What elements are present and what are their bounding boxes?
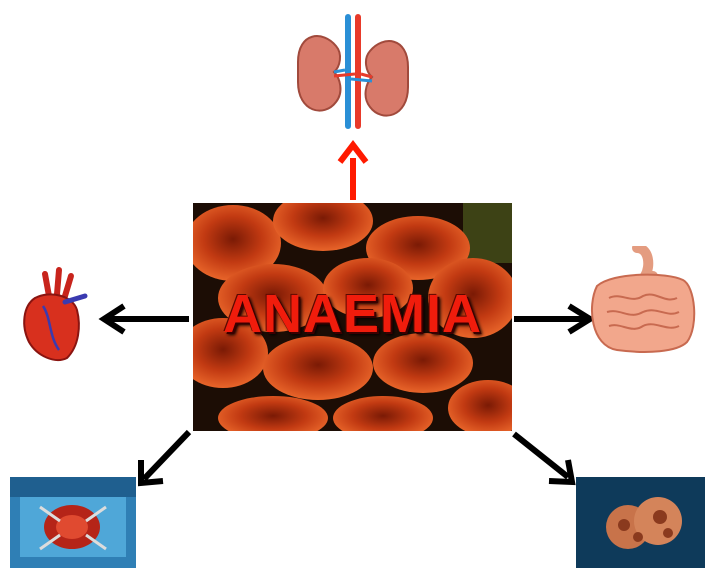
arrow-to-intestines: [514, 303, 596, 335]
anaemia-title: ANAEMIA: [223, 284, 482, 344]
arrow-to-cancer-cells: [512, 431, 576, 486]
center-anaemia-image: ANAEMIA: [193, 203, 512, 431]
kidneys-icon: [288, 12, 418, 132]
arrow-to-heart: [98, 303, 189, 335]
heart-icon: [15, 266, 95, 366]
red-blood-cells-image: [193, 203, 512, 431]
cancer-cells-photo: [576, 477, 705, 568]
arrow-to-surgery: [138, 429, 192, 487]
surgery-photo: [10, 477, 136, 568]
intestines-icon: [587, 246, 699, 358]
arrow-to-kidneys: [337, 140, 369, 200]
